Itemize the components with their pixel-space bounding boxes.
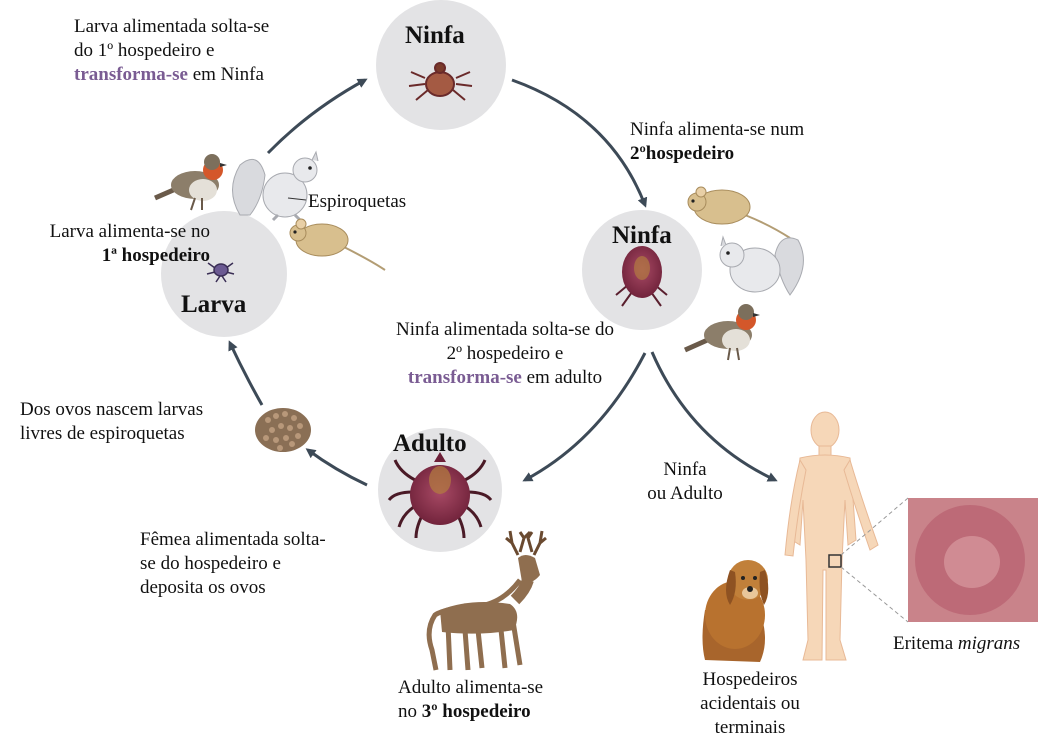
label-larva-drop-line3-rest: em Ninfa [188,64,264,85]
dog-icon [703,560,769,662]
squirrel-icon [233,152,319,220]
label-erythema: Eritema migrans [893,632,1020,656]
robin-icon [155,154,227,210]
squirrel-right-icon [720,237,803,295]
label-larva-drop-line2: do 1º hospedeiro e [74,39,269,63]
label-erythema-text: Eritema [893,633,958,654]
label-erythema-italic: migrans [958,633,1020,654]
label-nymph-feed-line1: Ninfa alimenta-se num [630,118,804,142]
label-eggs-hatch-line2: livres de espiroquetas [20,422,203,446]
label-nymph-feed: Ninfa alimenta-se num 2ºhospedeiro [630,118,804,166]
label-larva-drop: Larva alimentada solta-se do 1º hospedei… [74,15,269,87]
label-nymph-drop-line1: Ninfa alimentada solta-se do [355,318,655,342]
label-female-drop-line1: Fêmea alimentada solta- [140,528,326,552]
label-adult-feed: Adulto alimenta-se no 3º hospedeiro [398,676,543,724]
stage-title-larva: Larva [181,291,246,319]
arrow-adult-to-eggs [308,450,367,485]
label-adult-feed-line2: no 3º hospedeiro [398,700,543,724]
label-larva-drop-line1: Larva alimentada solta-se [74,15,269,39]
label-female-drop-line3: deposita os ovos [140,576,326,600]
label-accidental-hosts: Hospedeiros acidentais ou terminais [690,668,810,740]
label-nymph-or-adult-line2: ou Adulto [625,482,745,506]
stage-title-nymph-top: Ninfa [405,22,465,50]
deer-icon [429,531,546,670]
label-nymph-drop-line2: 2º hospedeiro e [355,342,655,366]
mouse-right-icon [688,187,790,238]
label-nymph-or-adult-line1: Ninfa [625,458,745,482]
erythema-photo-center [944,536,1000,588]
eggs-icon [255,408,311,452]
label-female-drop-line2: se do hospedeiro e [140,552,326,576]
arrow-eggs-to-larva [230,343,262,405]
arrow-larva-to-nymph [268,80,365,153]
label-adult-feed-bold: 3º hospedeiro [422,701,531,722]
label-larva-feed: Larva alimenta-se no 1ª hospedeiro [10,220,210,268]
stage-title-adult: Adulto [393,430,467,458]
label-spirochetes: Espiroquetas [308,190,406,214]
label-nymph-or-adult: Ninfa ou Adulto [625,458,745,506]
label-adult-feed-prefix: no [398,701,422,722]
label-larva-feed-line2: 1ª hospedeiro [10,244,210,268]
arrow-nymph-to-host2 [512,80,645,205]
label-eggs-hatch: Dos ovos nascem larvas livres de espiroq… [20,398,203,446]
label-larva-feed-line1: Larva alimenta-se no [10,220,210,244]
label-accidental-line2: acidentais ou [690,692,810,716]
stage-title-nymph-right: Ninfa [612,222,672,250]
mouse-icon [290,219,385,270]
label-nymph-drop: Ninfa alimentada solta-se do 2º hospedei… [355,318,655,390]
label-nymph-drop-line3-rest: em adulto [522,367,602,388]
label-accidental-line3: terminais [690,716,810,740]
label-eggs-hatch-line1: Dos ovos nascem larvas [20,398,203,422]
transforma-highlight: transforma-se [74,64,188,85]
label-female-drop: Fêmea alimentada solta- se do hospedeiro… [140,528,326,600]
transforma-highlight-2: transforma-se [408,367,522,388]
label-adult-feed-line1: Adulto alimenta-se [398,676,543,700]
label-nymph-feed-line2: 2ºhospedeiro [630,142,804,166]
robin-right-icon [685,304,760,360]
label-accidental-line1: Hospedeiros [690,668,810,692]
label-nymph-drop-line3: transforma-se em adulto [355,366,655,390]
label-larva-drop-line3: transforma-se em Ninfa [74,63,269,87]
